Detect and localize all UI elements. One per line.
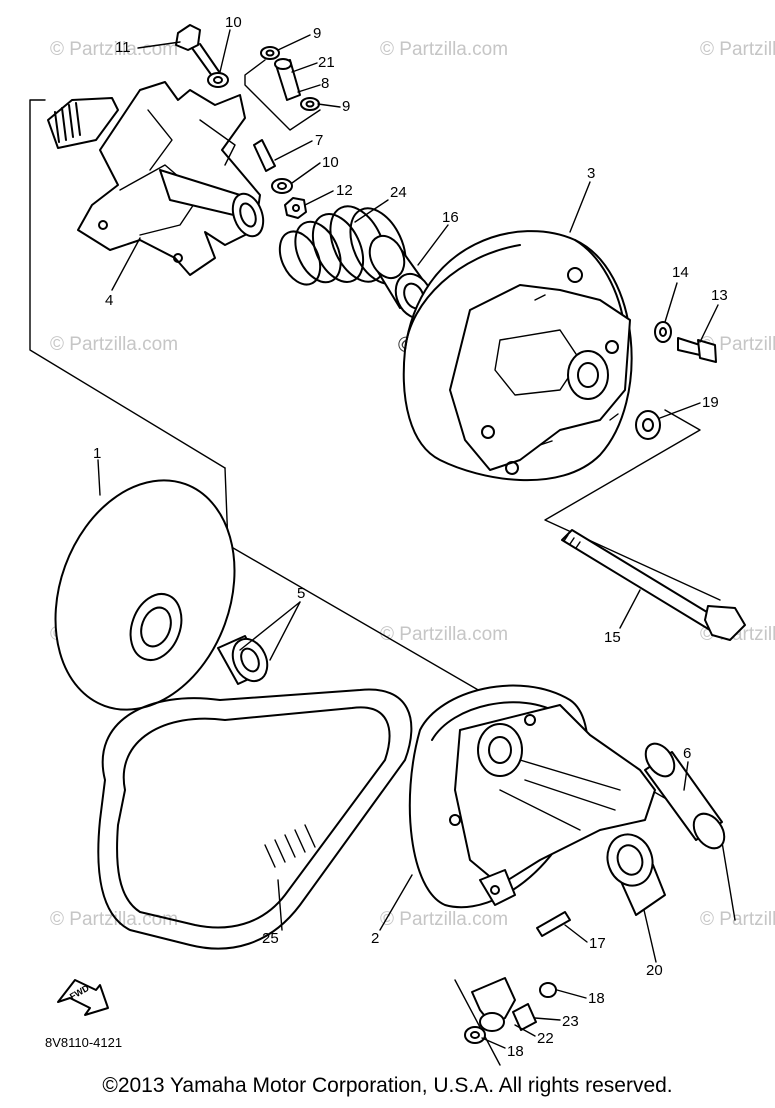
callout-7: 7 bbox=[315, 132, 323, 149]
callout-9: 9 bbox=[313, 25, 321, 42]
callout-18: 18 bbox=[507, 1043, 524, 1060]
leader-lines bbox=[97, 29, 719, 1049]
seal-ring bbox=[606, 833, 666, 916]
watermark-text: © Partzilla.com bbox=[50, 334, 178, 355]
movable-sheave-disc bbox=[54, 479, 236, 711]
top-hardware bbox=[175, 24, 320, 219]
watermark-text: © Partzilla.com bbox=[700, 334, 775, 355]
callout-1: 1 bbox=[93, 445, 101, 462]
watermark-text: © Partzilla.com bbox=[700, 909, 775, 930]
callout-19: 19 bbox=[702, 394, 719, 411]
callout-4: 4 bbox=[105, 292, 113, 309]
callout-13: 13 bbox=[711, 287, 728, 304]
watermark-text: © Partzilla.com bbox=[380, 624, 508, 645]
callout-6: 6 bbox=[683, 745, 691, 762]
callout-18: 18 bbox=[588, 990, 605, 1007]
callout-21: 21 bbox=[318, 54, 335, 71]
watermark-text: © Partzilla.com bbox=[50, 39, 178, 60]
watermark-text: © Partzilla.com bbox=[380, 39, 508, 60]
callout-20: 20 bbox=[646, 962, 663, 979]
copyright-footer: ©2013 Yamaha Motor Corporation, U.S.A. A… bbox=[102, 1074, 673, 1097]
watermark-text: © Partzilla.com bbox=[50, 909, 178, 930]
spring bbox=[278, 205, 407, 286]
callout-labels: 11 10 9 21 8 9 7 10 12 24 16 3 4 14 13 1… bbox=[93, 14, 728, 1060]
callout-2: 2 bbox=[371, 930, 379, 947]
callout-16: 16 bbox=[442, 209, 459, 226]
callout-22: 22 bbox=[537, 1030, 554, 1047]
callout-14: 14 bbox=[672, 264, 689, 281]
watermark-text: © Partzilla.com bbox=[700, 39, 775, 60]
diagram-code: 8V8110-4121 bbox=[45, 1035, 122, 1050]
cover-fasteners bbox=[635, 321, 717, 440]
forward-direction-arrow-icon: FWD bbox=[57, 979, 109, 1016]
callout-17: 17 bbox=[589, 935, 606, 952]
callout-23: 23 bbox=[562, 1013, 579, 1030]
callout-10: 10 bbox=[225, 14, 242, 31]
sheave-body bbox=[408, 684, 656, 909]
callout-5: 5 bbox=[297, 585, 305, 602]
bushing-16 bbox=[368, 234, 434, 320]
callout-10: 10 bbox=[322, 154, 339, 171]
callout-8: 8 bbox=[321, 75, 329, 92]
bearing-5 bbox=[217, 635, 269, 685]
callout-24: 24 bbox=[390, 184, 407, 201]
callout-15: 15 bbox=[604, 629, 621, 646]
callout-25: 25 bbox=[262, 930, 279, 947]
sleeve bbox=[644, 742, 726, 850]
primary-fixed-sheave bbox=[47, 81, 265, 276]
long-bolt bbox=[561, 529, 746, 641]
callout-3: 3 bbox=[587, 165, 595, 182]
small-pins-rollers bbox=[464, 911, 571, 1044]
watermark-text: © Partzilla.com bbox=[380, 909, 508, 930]
callout-9: 9 bbox=[342, 98, 350, 115]
primary-cover bbox=[402, 230, 633, 482]
callout-11: 11 bbox=[115, 39, 131, 56]
drive-belt bbox=[97, 688, 413, 950]
callout-12: 12 bbox=[336, 182, 353, 199]
